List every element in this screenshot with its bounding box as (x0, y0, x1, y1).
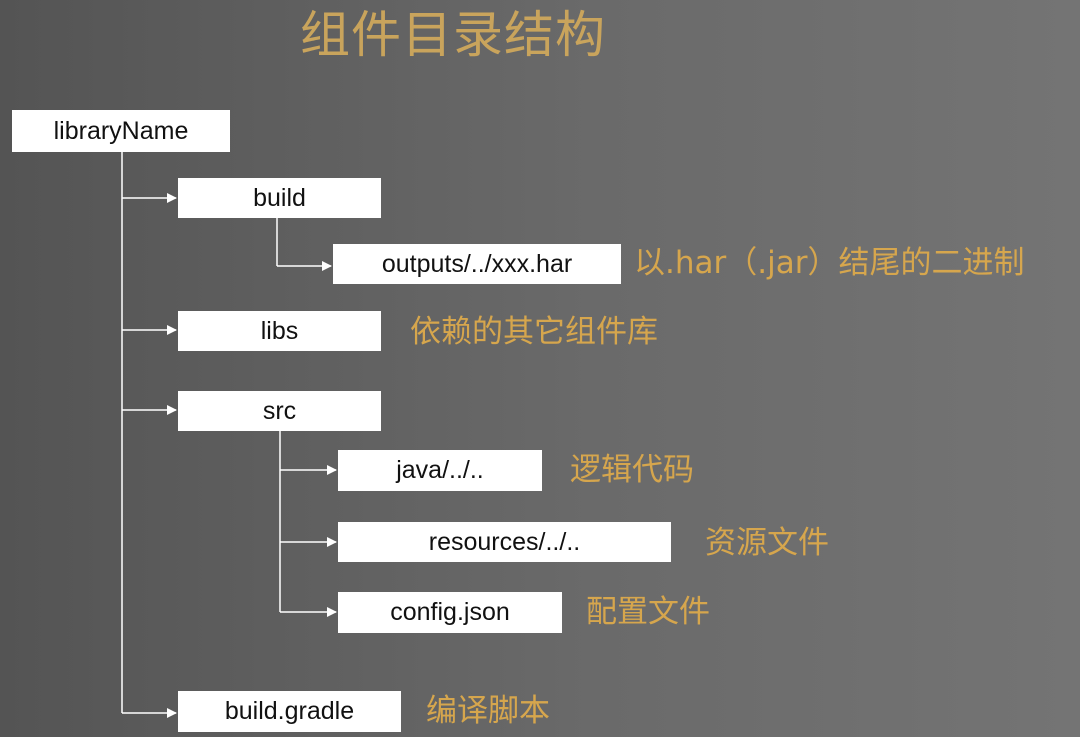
node-library-name: libraryName (12, 110, 230, 152)
node-resources: resources/../.. (338, 522, 671, 562)
note-java: 逻辑代码 (570, 452, 694, 488)
note-outputs: 以.har（.jar）结尾的二进制 (634, 245, 1025, 281)
note-gradle: 编译脚本 (426, 693, 550, 729)
node-java: java/../.. (338, 450, 542, 491)
node-config: config.json (338, 592, 562, 633)
node-build-gradle: build.gradle (178, 691, 401, 732)
note-resources: 资源文件 (705, 525, 829, 561)
node-src: src (178, 391, 381, 431)
node-libs: libs (178, 311, 381, 351)
node-build: build (178, 178, 381, 218)
note-libs: 依赖的其它组件库 (410, 314, 658, 350)
page-title: 组件目录结构 (300, 6, 606, 64)
node-outputs: outputs/../xxx.har (333, 244, 621, 284)
note-config: 配置文件 (586, 594, 710, 630)
